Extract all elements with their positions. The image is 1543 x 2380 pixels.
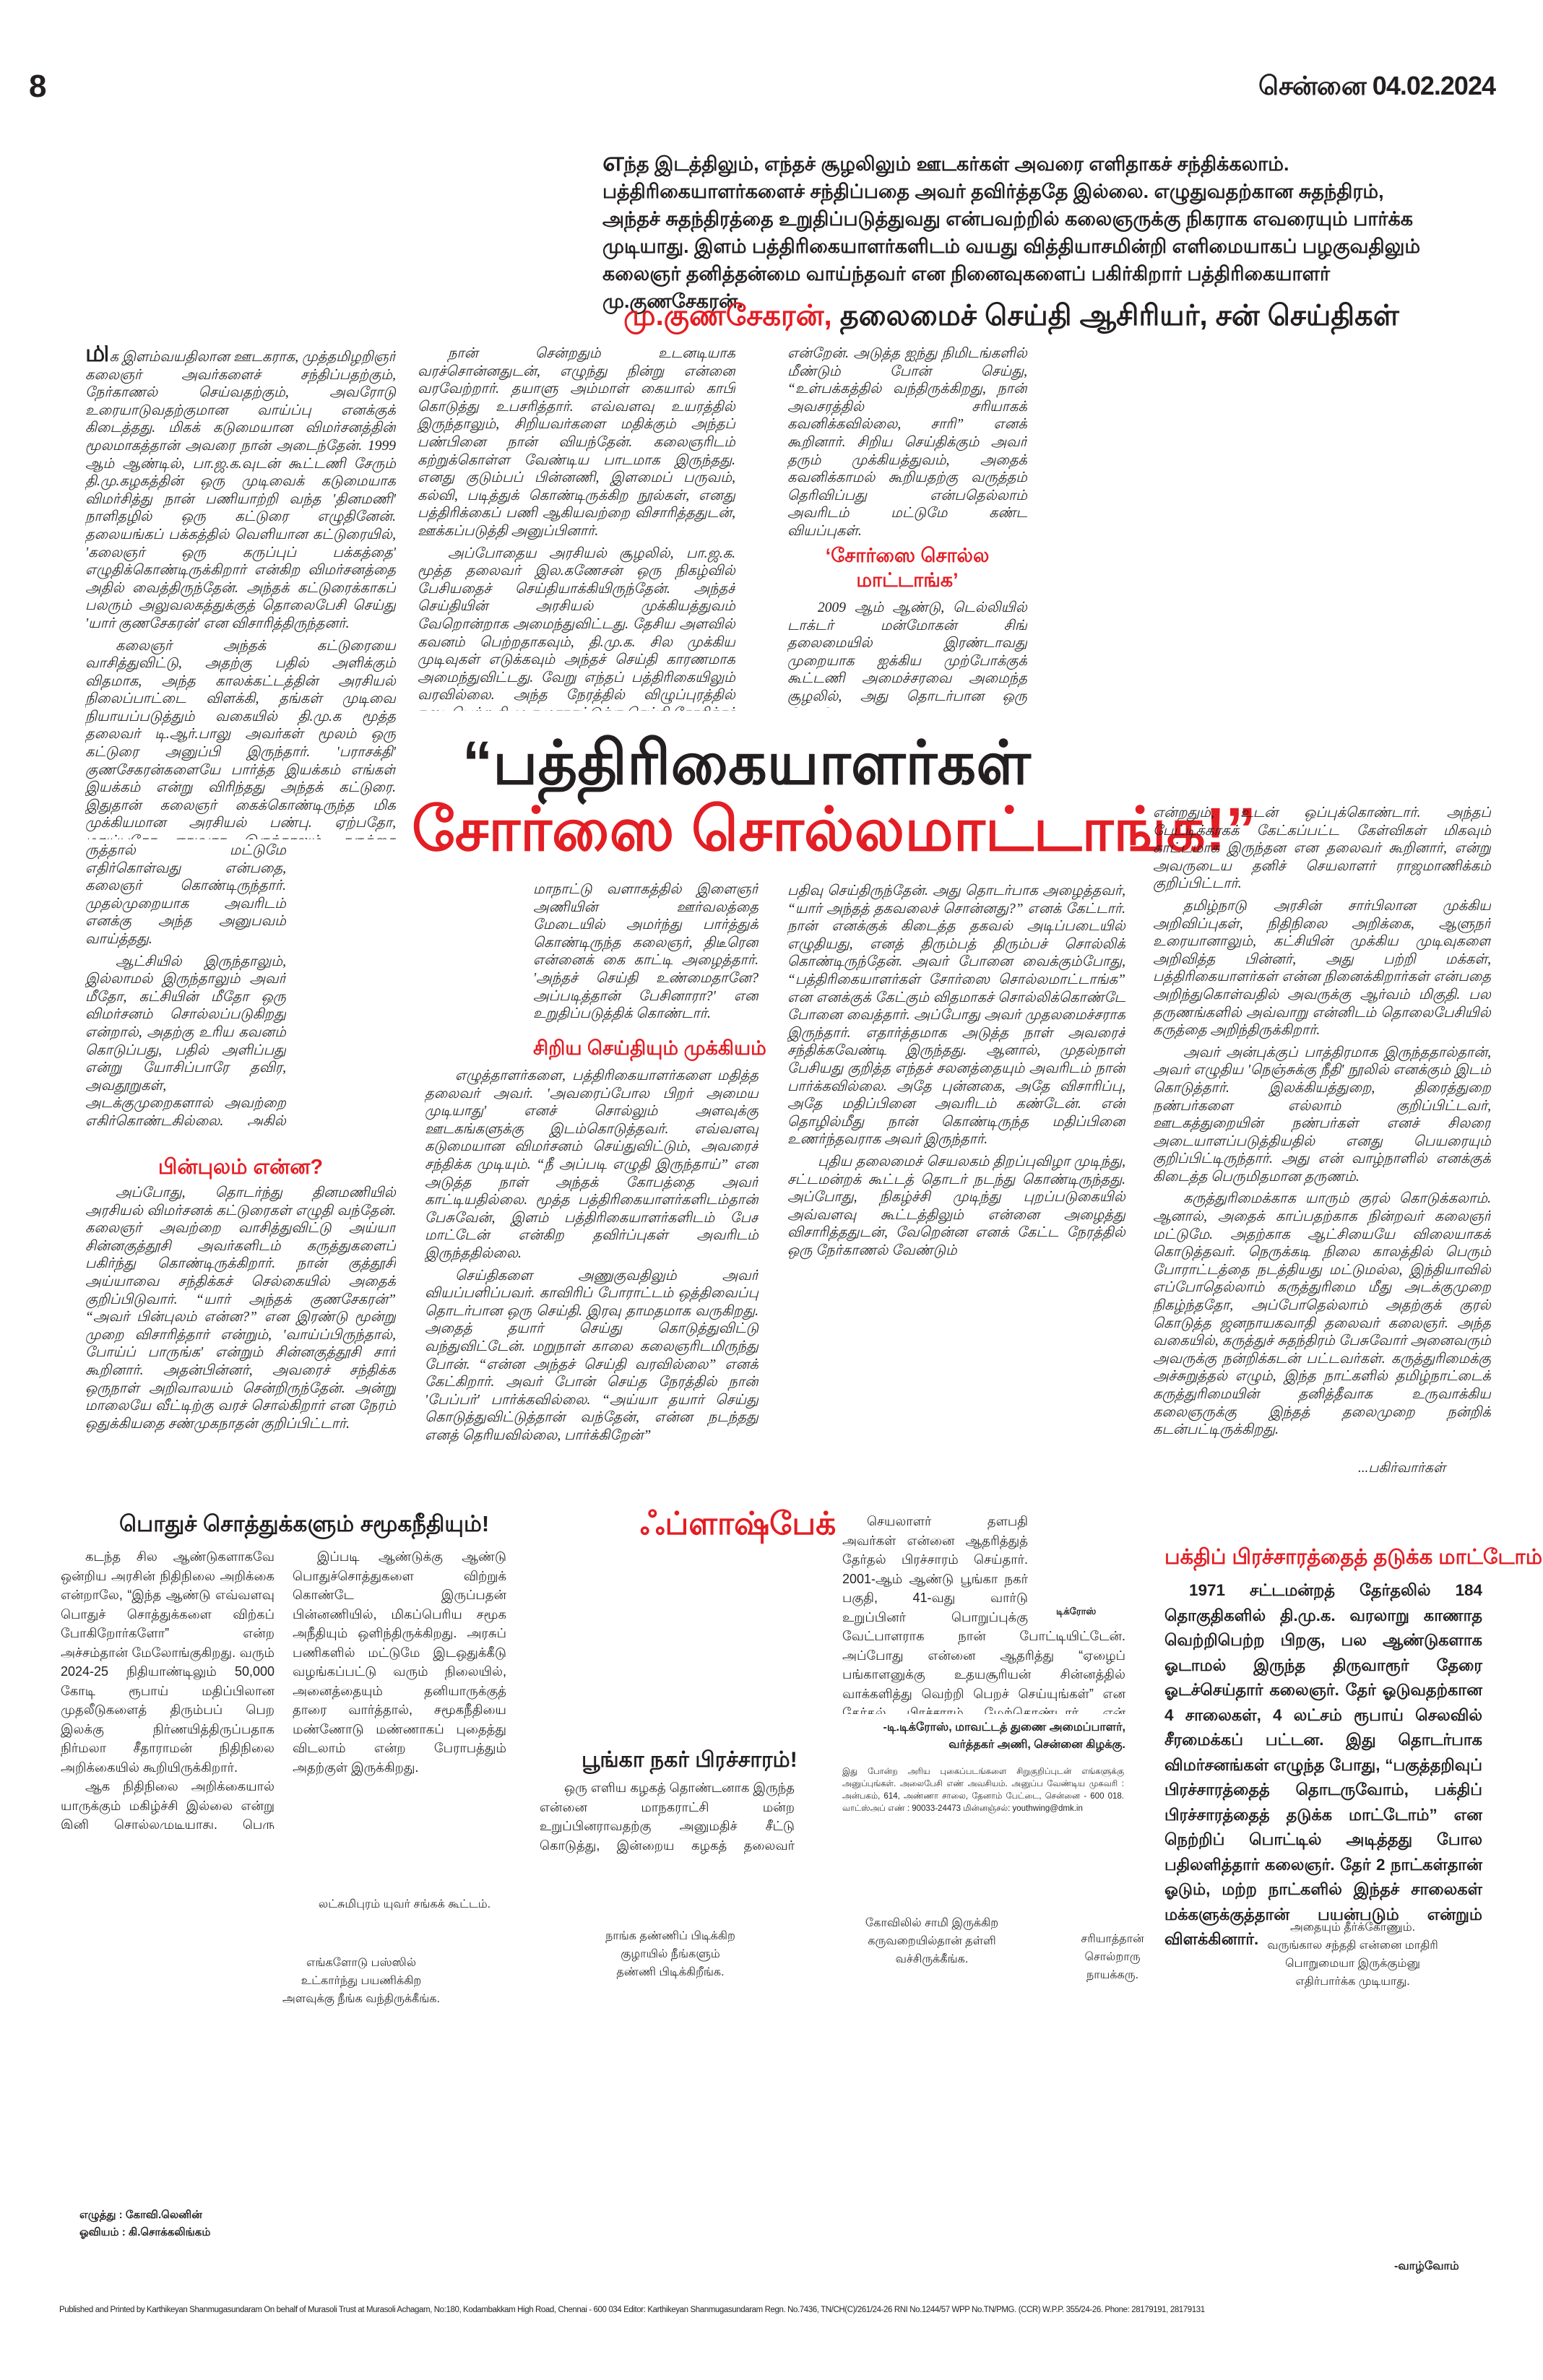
cartoon-caption: எங்களோடு பஸ்ஸில் உட்கார்ந்து பயணிக்கிற அ…: [282, 1957, 440, 2005]
paragraph: ஆட்சியில் இருந்தாலும், இல்லாமல் இருந்தால…: [85, 953, 286, 1125]
paragraph: இப்படி ஆண்டுக்கு ஆண்டு பொதுச்சொத்துகளை வ…: [293, 1549, 506, 1775]
paragraph: செய்திகளை அணுகுவதிலும் அவர் வியப்பளிப்பவ…: [425, 1268, 758, 1443]
signature-line: -டி.டிக்ரோஸ், மாவட்டத் துணை அமைப்பாளர்,: [883, 1721, 1125, 1734]
signature-line: வர்த்தகர் அணி, சென்னை கிழக்கு.: [948, 1739, 1125, 1751]
author-name: மு.குணசேகரன்,: [623, 300, 832, 332]
paragraph: நான் சென்றதும் உடனடியாக வரச்சொன்னதுடன், …: [418, 346, 735, 539]
article-column-2c: எழுத்தாளர்களை, பத்திரிகையாளர்களை மதித்த …: [425, 1068, 758, 1481]
paragraph: மாநாட்டு வளாகத்தில் இளைஞர் அணியின் ஊர்வல…: [533, 882, 758, 1022]
photo-placeholder: [1028, 1512, 1125, 1619]
submission-note: இது போன்ற அரிய புகைப்படங்களை சிறுகுறிப்ப…: [842, 1767, 1124, 1813]
paragraph: ஆக நிதிநிலை அறிக்கையால் யாருக்கும் மகிழ்…: [61, 1779, 275, 1829]
cartoon-signoff: -வாழ்வோம்: [1394, 2260, 1459, 2272]
paragraph: அவர் அன்புக்குப் பாத்திரமாக இருந்ததால்தா…: [1153, 1044, 1491, 1185]
article-column-3b: 2009 ஆம் ஆண்டு, டெல்லியில் டாக்டர் மன்மோ…: [787, 600, 1027, 708]
paragraph: செயலாளர் தளபதி அவர்கள் என்னை ஆதரித்துத் …: [842, 1514, 1125, 1714]
subheading-source: ‘சோர்ஸை சொல்ல மாட்டாங்க’: [825, 545, 990, 591]
editorial-column-1: கடந்த சில ஆண்டுகளாகவே ஒன்றிய அரசின் நிதி…: [61, 1547, 275, 1829]
paragraph: தமிழ்நாடு அரசின் சார்பிலான முக்கிய அறிவி…: [1153, 898, 1491, 1039]
cartoon-caption: சரியாத்தான் சொல்றாரு நாயக்கரு.: [1081, 1933, 1144, 1981]
writer-credit: எழுத்து : கோவி.லெனின்: [79, 2209, 202, 2221]
subheading-small-news: சிறிய செய்தியும் முக்கியம்: [533, 1037, 766, 1059]
article-dropcap: மி: [85, 345, 110, 367]
cartoon-caption: நாங்க தண்ணிப் பிடிக்கிற குழாயில் நீங்களு…: [605, 1930, 735, 1978]
imprint-line: Published and Printed by Karthikeyan Sha…: [59, 2306, 1205, 2314]
article-column-2b: மாநாட்டு வளாகத்தில் இளைஞர் அணியின் ஊர்வல…: [533, 881, 758, 1029]
cartoon-caption-top: லட்சுமிபுரம் யுவர் சங்கக் கூட்டம்.: [318, 1898, 491, 1911]
editorial-column-2: இப்படி ஆண்டுக்கு ஆண்டு பொதுச்சொத்துகளை வ…: [293, 1547, 506, 1829]
subheading-background: பின்புலம் என்ன?: [157, 1156, 324, 1179]
intro-standfirst: எந்த இடத்திலும், எந்தச் சூழலிலும் ஊடகர்க…: [602, 148, 1440, 315]
paragraph: ஒரு எளிய கழகத் தொண்டனாக இருந்த என்னை மாந…: [540, 1780, 795, 1858]
flashback-text-1: ஒரு எளிய கழகத் தொண்டனாக இருந்த என்னை மாந…: [540, 1778, 795, 1858]
article-column-1a: மிக இளம்வயதிலான ஊடகராக, முத்தமிழறிஞர் கல…: [85, 345, 396, 839]
editorial-title: பொதுச் சொத்துக்களும் சமூகநீதியும்!: [119, 1511, 490, 1536]
flashback-signature: -டி.டிக்ரோஸ், மாவட்டத் துணை அமைப்பாளர், வ…: [842, 1719, 1125, 1754]
photo-caption: டிக்ரோஸ்: [1056, 1606, 1097, 1617]
sidebar-text: 1971 சட்டமன்றத் தேர்தலில் 184 தொகுதிகளில…: [1164, 1578, 1482, 1952]
headline-line-1: “பத்திரிகையாளர்கள்: [462, 729, 1031, 797]
paragraph: அப்போது, தொடர்ந்து தினமணியில் அரசியல் வி…: [85, 1185, 396, 1432]
article-column-3c: பதிவு செய்திருந்தேன். அது தொடர்பாக அழைத்…: [787, 883, 1125, 1410]
paragraph: ருத்தால் மட்டுமே எதிர்கொள்வது என்பதை, கல…: [85, 843, 286, 947]
article-column-3a: என்றேன். அடுத்த ஐந்து நிமிடங்களில் மீண்ட…: [787, 345, 1027, 540]
sidebar-title: பக்திப் பிரச்சாரத்தைத் தடுக்க மாட்டோம்!: [1164, 1546, 1543, 1569]
article-column-1c: அப்போது, தொடர்ந்து தினமணியில் அரசியல் வி…: [85, 1185, 396, 1481]
paragraph: பதிவு செய்திருந்தேன். அது தொடர்பாக அழைத்…: [787, 883, 1125, 1148]
cartoon-caption: அதையும் தீர்க்கோணும். வருங்கால சந்ததி என…: [1267, 1921, 1438, 1988]
headline-line-2: சோர்ஸை சொல்லமாட்டாங்க!”: [412, 795, 1256, 863]
paragraph: கலைஞர் அந்தக் கட்டுரையை வாசித்துவிட்டு, …: [85, 638, 396, 840]
cartoon-caption: கோவிலில் சாமி இருக்கிற கருவறையில்தான் தள…: [865, 1917, 999, 1965]
paragraph: கருத்துரிமைக்காக யாரும் குரல் கொடுக்கலாம…: [1153, 1191, 1491, 1438]
dateline: சென்னை 04.02.2024: [1258, 71, 1496, 100]
paragraph: என்றேன். அடுத்த ஐந்து நிமிடங்களில் மீண்ட…: [787, 346, 1027, 539]
paragraph: அப்போதைய அரசியல் சூழலில், பா.ஜ.க. மூத்த …: [418, 545, 735, 711]
byline: மு.குணசேகரன், தலைமைச் செய்தி ஆசிரியர், ச…: [621, 300, 1401, 336]
article-column-1b: ருத்தால் மட்டுமே எதிர்கொள்வது என்பதை, கல…: [85, 842, 286, 1125]
author-role: தலைமைச் செய்தி ஆசிரியர், சன் செய்திகள்: [831, 300, 1399, 332]
paragraph: என்றதும், உடன் ஒப்புக்கொண்டார். அந்தப் ப…: [1153, 805, 1491, 892]
continued-note: ...பகிர்வார்கள்: [1358, 1461, 1446, 1476]
flashback-text-2: செயலாளர் தளபதி அவர்கள் என்னை ஆதரித்துத் …: [842, 1512, 1125, 1714]
paragraph: கடந்த சில ஆண்டுகளாகவே ஒன்றிய அரசின் நிதி…: [61, 1549, 275, 1775]
paragraph: 1971 சட்டமன்றத் தேர்தலில் 184 தொகுதிகளில…: [1164, 1581, 1482, 1948]
cartoon-credits: எழுத்து : கோவி.லெனின் ஓவியம் : கி.சொக்கலி…: [79, 2207, 210, 2241]
flashback-subtitle: பூங்கா நகர் பிரச்சாரம்!: [582, 1748, 798, 1772]
artist-credit: ஓவியம் : கி.சொக்கலிங்கம்: [79, 2226, 211, 2238]
page-number: 8: [29, 69, 47, 104]
article-column-4: என்றதும், உடன் ஒப்புக்கொண்டார். அந்தப் ப…: [1153, 805, 1491, 1463]
paragraph: எழுத்தாளர்களை, பத்திரிகையாளர்களை மதித்த …: [425, 1068, 758, 1261]
flashback-title: ஃப்ளாஷ்பேக்: [640, 1506, 837, 1541]
article-column-2a: நான் சென்றதும் உடனடியாக வரச்சொன்னதுடன், …: [418, 345, 735, 711]
intro-text: ந்த இடத்திலும், எந்தச் சூழலிலும் ஊடகர்கள…: [602, 153, 1421, 312]
paragraph: புதிய தலைமைச் செயலகம் திறப்புவிழா முடிந்…: [787, 1154, 1125, 1258]
paragraph: 2009 ஆம் ஆண்டு, டெல்லியில் டாக்டர் மன்மோ…: [787, 600, 1027, 708]
intro-dropcap: எ: [602, 147, 624, 177]
paragraph: க இளம்வயதிலான ஊடகராக, முத்தமிழறிஞர் கலைஞ…: [85, 350, 396, 631]
